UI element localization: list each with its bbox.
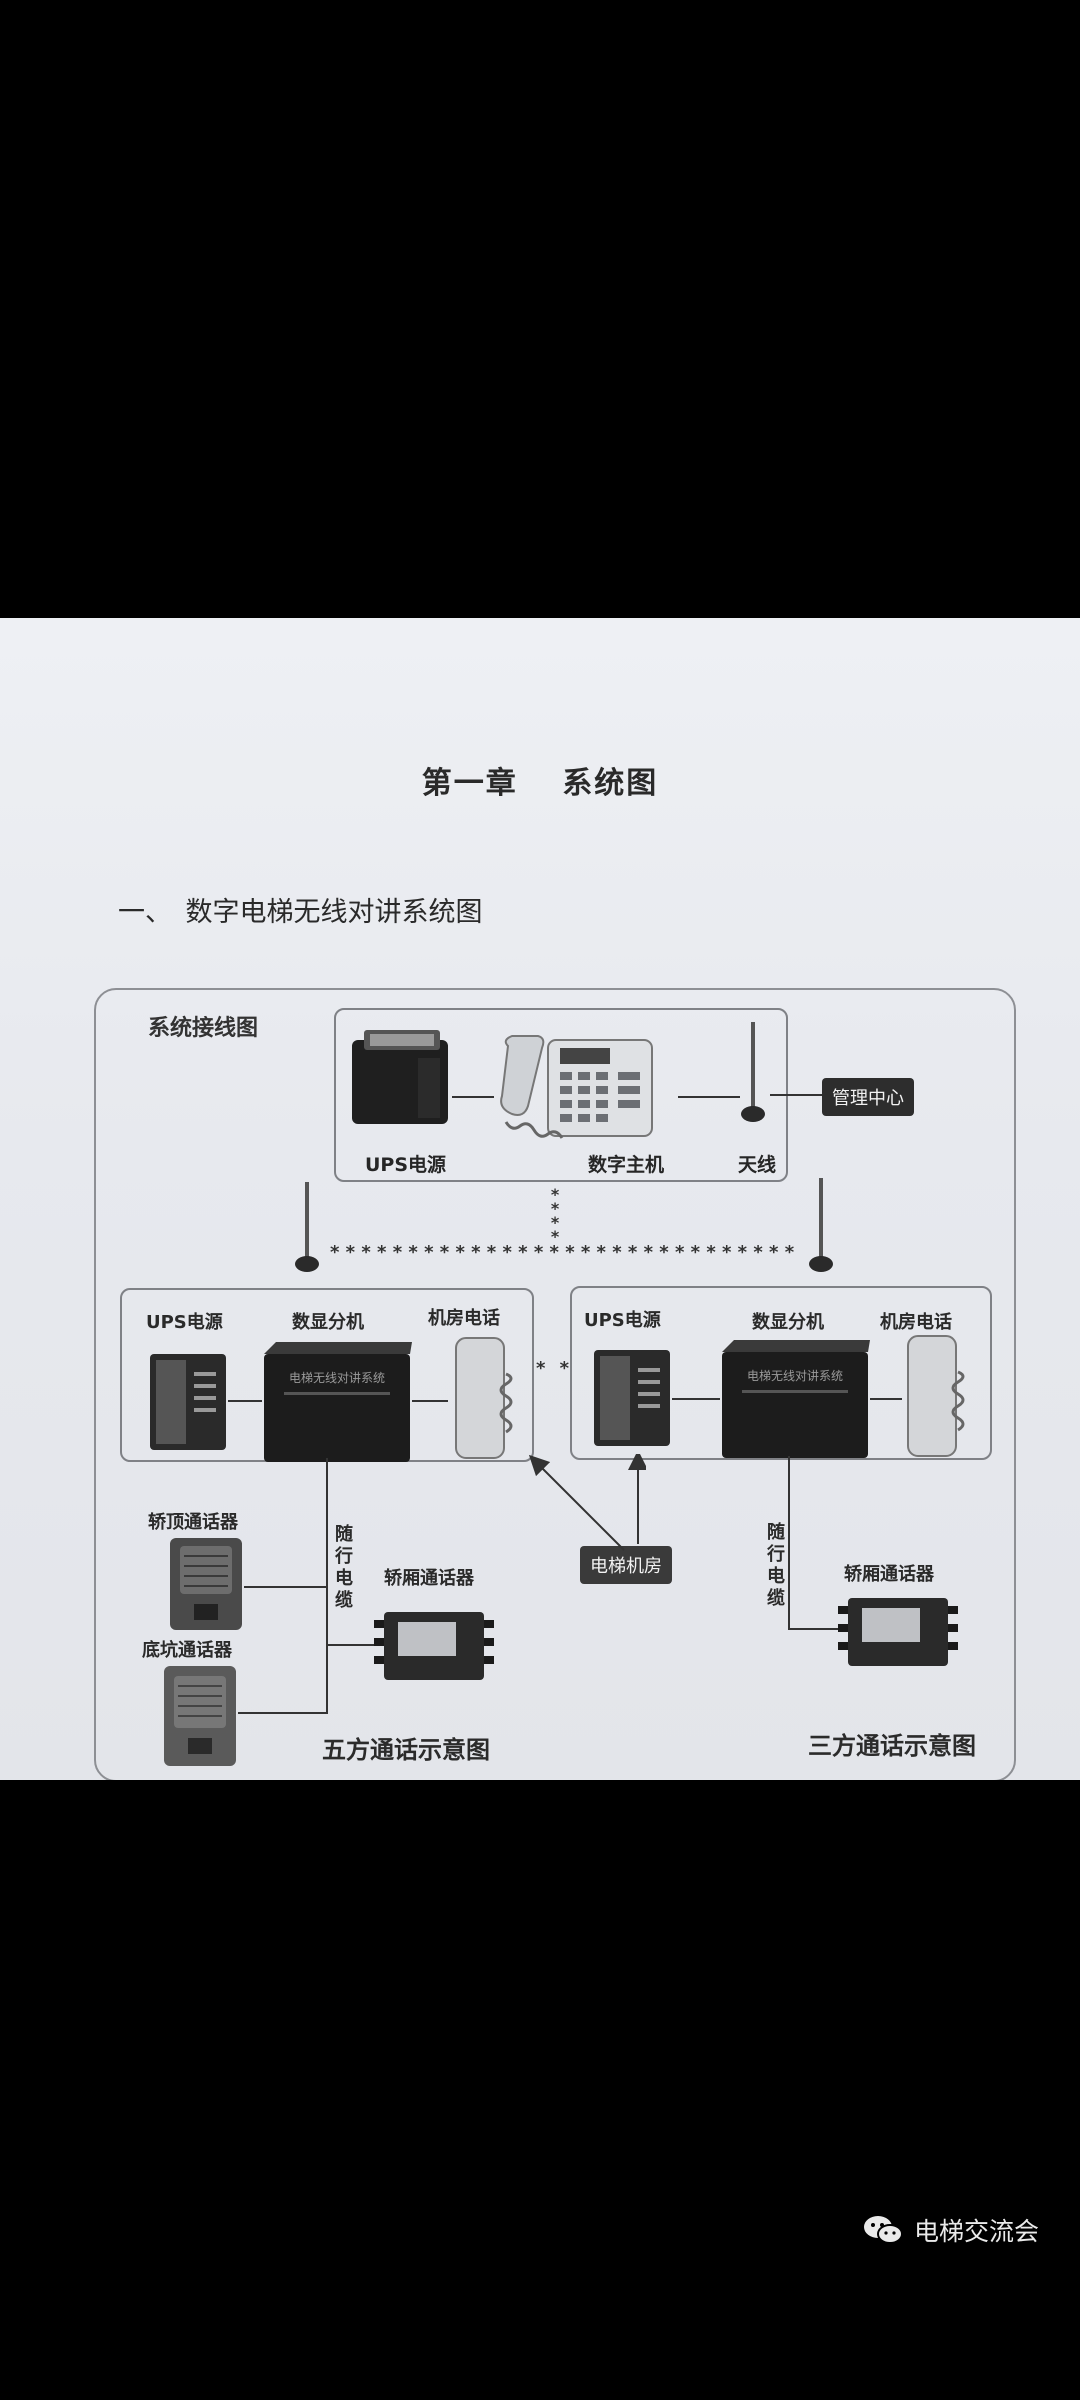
pit-intercom-device xyxy=(162,1664,238,1768)
wire xyxy=(228,1400,262,1402)
document-page: 第一章 系统图 一、 数字电梯无线对讲系统图 系统接线图 UPS电源 xyxy=(0,618,1080,1780)
car-intercom-label-left: 轿厢通话器 xyxy=(384,1568,474,1589)
wire xyxy=(672,1398,720,1400)
wire xyxy=(412,1400,448,1402)
antenna-icon-left xyxy=(292,1178,322,1278)
digital-main-unit-label: 数字主机 xyxy=(588,1154,665,1176)
travel-cable-left xyxy=(326,1458,328,1712)
machine-room-tag: 电梯机房 xyxy=(580,1546,672,1584)
display-unit-label-left: 数显分机 xyxy=(292,1312,364,1333)
section-title: 一、 数字电梯无线对讲系统图 xyxy=(118,897,483,928)
room-phone-device-left xyxy=(448,1334,518,1464)
management-center-tag: 管理中心 xyxy=(822,1078,914,1116)
ups-device-top xyxy=(348,1028,456,1128)
display-unit-device-left: 电梯无线对讲系统 xyxy=(262,1340,412,1464)
diagram-label: 系统接线图 xyxy=(148,1016,259,1041)
car-intercom-device-left xyxy=(374,1608,494,1684)
antenna-label: 天线 xyxy=(738,1154,777,1176)
right-machine-room-box xyxy=(570,1286,992,1460)
pit-intercom-label: 底坑通话器 xyxy=(142,1640,232,1661)
room-phone-label-left: 机房电话 xyxy=(428,1308,500,1329)
svg-text:* * * * * * * * * * * * * * *: * * * * * * * * * * * * * * * * * * * * … xyxy=(330,1242,800,1258)
machine-room-arrows xyxy=(526,1454,646,1554)
wireless-link-horizontal: * * * * * * * * * * * * * * * * * * * * … xyxy=(330,1242,800,1258)
room-phone-device-right xyxy=(900,1332,970,1462)
wire xyxy=(238,1712,328,1714)
antenna-icon-right xyxy=(806,1174,836,1278)
display-unit-device-right: 电梯无线对讲系统 xyxy=(720,1338,870,1460)
wire xyxy=(328,1644,380,1646)
chapter-title: 第一章 系统图 xyxy=(421,766,659,801)
wireless-link-vertical: **** xyxy=(550,1185,560,1246)
ups-label-top: UPS电源 xyxy=(365,1154,447,1176)
wire xyxy=(452,1096,494,1098)
travel-cable-right xyxy=(788,1456,790,1628)
diagram-frame xyxy=(94,988,1016,1780)
five-party-label: 五方通话示意图 xyxy=(322,1736,490,1764)
ups-label-right: UPS电源 xyxy=(584,1310,661,1331)
display-unit-label-right: 数显分机 xyxy=(752,1312,824,1333)
ups-label-left: UPS电源 xyxy=(146,1312,223,1333)
wire xyxy=(870,1398,902,1400)
travel-cable-label-right: 随行电缆 xyxy=(767,1522,785,1609)
travel-cable-label-left: 随行电缆 xyxy=(335,1524,353,1611)
antenna-icon-top xyxy=(738,1018,768,1128)
wechat-icon xyxy=(862,2213,904,2247)
car-intercom-label-right: 轿厢通话器 xyxy=(844,1564,934,1585)
ups-device-left xyxy=(148,1352,228,1452)
digital-main-unit-device xyxy=(488,1026,658,1146)
three-party-label: 三方通话示意图 xyxy=(808,1732,976,1760)
car-top-intercom-label: 轿顶通话器 xyxy=(148,1512,238,1533)
watermark-text: 电梯交流会 xyxy=(914,2217,1040,2246)
car-intercom-device-right xyxy=(838,1594,958,1670)
watermark: 电梯交流会 xyxy=(862,2212,1039,2248)
room-phone-label-right: 机房电话 xyxy=(880,1312,952,1333)
ups-device-right xyxy=(592,1348,672,1448)
wire xyxy=(788,1628,846,1630)
wire xyxy=(770,1094,826,1096)
car-top-intercom-device xyxy=(168,1536,244,1632)
wire xyxy=(244,1586,326,1588)
device-print-text: 电梯无线对讲系统 xyxy=(747,1368,843,1383)
wireless-link-between-rooms: * * xyxy=(536,1358,574,1379)
wire xyxy=(678,1096,740,1098)
device-print-text: 电梯无线对讲系统 xyxy=(289,1370,385,1385)
